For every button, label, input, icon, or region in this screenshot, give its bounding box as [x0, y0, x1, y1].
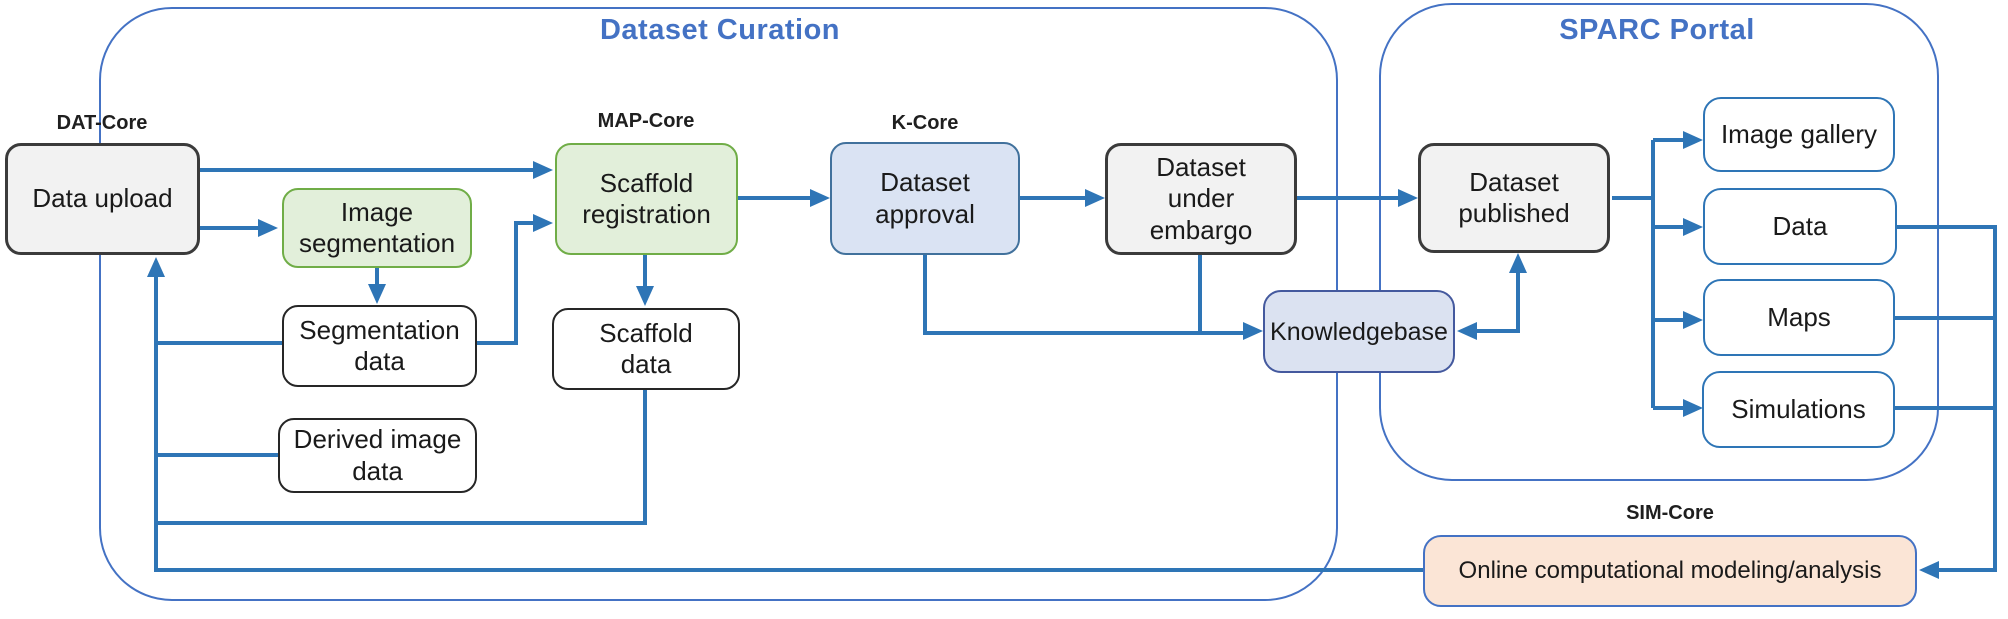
- node-scaffold-data: Scaffold data: [552, 308, 740, 390]
- arrowhead-into-simulations: [1683, 399, 1703, 417]
- arrowhead-into-dataset-under-embargo: [1085, 189, 1105, 207]
- arrowhead-into-knowledgebase-right: [1457, 322, 1477, 340]
- arrowhead-into-image-gallery: [1683, 131, 1703, 149]
- node-dataset-under-embargo: Dataset under embargo: [1105, 143, 1297, 255]
- node-dataset-published: Dataset published: [1418, 143, 1610, 253]
- node-data-upload: Data upload: [5, 143, 200, 255]
- node-maps: Maps: [1703, 279, 1895, 356]
- sim-core-label: SIM-Core: [1626, 502, 1714, 524]
- dataset-curation-title: Dataset Curation: [599, 14, 841, 46]
- sparc-portal-title: SPARC Portal: [1559, 14, 1755, 46]
- connector-arrowheads: [147, 131, 1939, 579]
- arrowhead-into-dataset-approval: [810, 189, 830, 207]
- arrow-knowledgebase-published-bidirectional-line: [1473, 271, 1520, 333]
- arrowhead-into-scaffold-registration-bottom: [533, 214, 553, 232]
- arrowhead-into-knowledgebase-left: [1243, 322, 1263, 340]
- connector-lines: [154, 138, 1997, 572]
- node-image-gallery: Image gallery: [1703, 97, 1895, 172]
- arrowhead-into-data: [1683, 218, 1703, 236]
- arrow-simcore-feedback-to-upload-line: [154, 277, 1423, 572]
- k-core-label: K-Core: [891, 112, 959, 134]
- node-segmentation-data: Segmentation data: [282, 305, 477, 387]
- arrowhead-into-online-modeling: [1919, 561, 1939, 579]
- dat-core-label: DAT-Core: [56, 112, 148, 134]
- node-scaffold-registration: Scaffold registration: [555, 143, 738, 255]
- line-scaffolddata-return: [156, 390, 647, 525]
- dataset-curation-container-outline: [99, 7, 1338, 601]
- arrow-segdata-to-scaffoldreg-line: [477, 221, 535, 345]
- sparc-portal-container-outline: [1379, 3, 1939, 481]
- node-knowledgebase: Knowledgebase: [1263, 290, 1455, 373]
- arrowhead-into-dataset-published-left: [1398, 189, 1418, 207]
- arrowhead-into-dataset-published-bottom: [1509, 253, 1527, 273]
- node-data: Data: [1703, 188, 1897, 265]
- arrowhead-into-segmentation-data: [368, 284, 386, 304]
- arrowhead-into-scaffold-data: [636, 286, 654, 306]
- node-image-segmentation: Image segmentation: [282, 188, 472, 268]
- map-core-label: MAP-Core: [597, 110, 695, 132]
- node-dataset-approval: Dataset approval: [830, 142, 1020, 255]
- arrowhead-into-maps: [1683, 311, 1703, 329]
- node-online-computational-modeling: Online computational modeling/analysis: [1423, 535, 1917, 607]
- arrowhead-into-scaffold-registration-top: [533, 161, 553, 179]
- arrowhead-into-data-upload-bottom: [147, 257, 165, 277]
- node-simulations: Simulations: [1702, 371, 1895, 448]
- arrow-approval-to-knowledgebase-line: [923, 255, 1245, 335]
- node-derived-image-data: Derived image data: [278, 418, 477, 493]
- arrow-collector-to-simcore-line: [1937, 225, 1997, 572]
- arrowhead-into-image-segmentation: [258, 219, 278, 237]
